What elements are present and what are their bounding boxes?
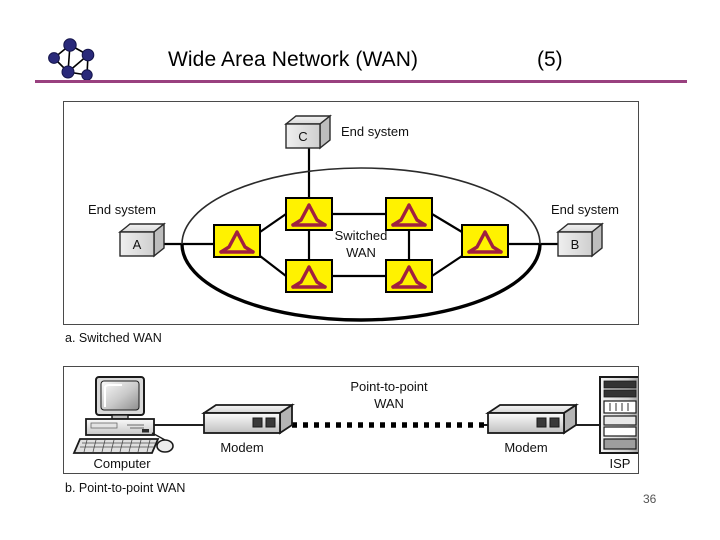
modem-right-label: Modem (504, 440, 547, 455)
end-system-c-letter: C (298, 129, 307, 144)
end-system-c-label: End system (341, 124, 409, 139)
modem-left-label: Modem (220, 440, 263, 455)
switched-wan-cloud (180, 167, 542, 322)
cloud-label-line1: Switched (335, 228, 388, 243)
figure-point-to-point-wan: Point-to-point WAN (63, 366, 639, 474)
network-switch-icon (385, 259, 433, 293)
end-system-b-label: End system (551, 202, 619, 217)
network-switch-icon (385, 197, 433, 231)
end-system-b-letter: B (571, 237, 580, 252)
switched-wan-links (164, 148, 558, 278)
page-title: Wide Area Network (WAN) (168, 48, 419, 71)
network-switch-icon (461, 224, 509, 258)
server-tower-icon (599, 376, 638, 454)
isp-label: ISP (610, 456, 631, 471)
figure-a-caption: a. Switched WAN (65, 331, 162, 345)
computer-label: Computer (93, 456, 151, 471)
point-to-point-wan-diagram: Point-to-point WAN (72, 376, 638, 471)
network-graph-icon (46, 36, 100, 84)
network-switch-icon (285, 259, 333, 293)
slide-number-label: (5) (537, 48, 563, 71)
end-system-a-letter: A (133, 237, 142, 252)
end-system-b: B (556, 222, 604, 258)
network-switch-icon (213, 224, 261, 258)
slide-header: Wide Area Network (WAN) (5) (0, 0, 720, 86)
figure-b-caption: b. Point-to-point WAN (65, 481, 186, 495)
title-divider (35, 80, 687, 83)
end-system-a-label: End system (88, 202, 156, 217)
network-switch-icon (285, 197, 333, 231)
modem-icon (485, 403, 579, 435)
ptp-link-label-line1: Point-to-point (350, 379, 428, 394)
desktop-computer-icon (72, 376, 174, 454)
end-system-a: A (118, 222, 166, 258)
switched-wan-diagram: Switched WAN (88, 114, 619, 322)
end-system-c: C (284, 114, 332, 150)
ptp-link-label-line2: WAN (374, 396, 404, 411)
page-number: 36 (643, 492, 657, 506)
modem-icon (201, 403, 295, 435)
figure-switched-wan: Switched WAN (63, 101, 639, 325)
cloud-label-line2: WAN (346, 245, 376, 260)
